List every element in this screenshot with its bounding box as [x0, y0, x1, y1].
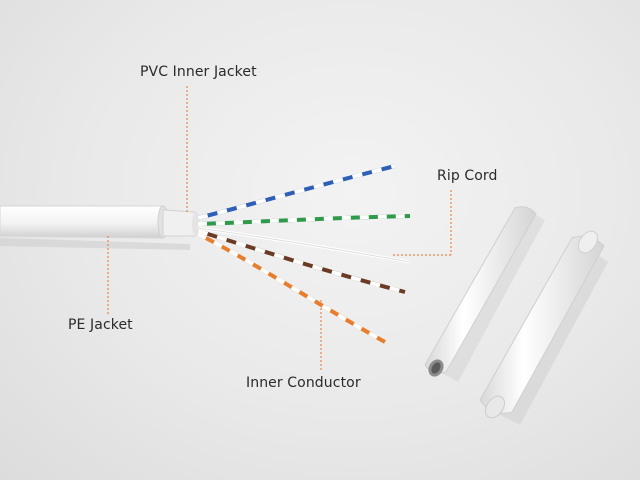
cable-shadow	[0, 238, 190, 250]
orange-white-wire	[197, 232, 386, 344]
green-white-wire	[197, 214, 411, 226]
removed-jacket-pieces	[424, 206, 608, 425]
tube-2-top-end	[577, 230, 599, 254]
rip-cord-outline	[197, 227, 411, 263]
tube-2-bottom-end	[484, 395, 506, 419]
tube-1-hollow	[431, 362, 441, 374]
pvc-inner-jacket-label: PVC Inner Jacket	[140, 64, 257, 80]
inner-conductor-label: Inner Conductor	[246, 375, 361, 391]
tube-1-shadow	[440, 210, 545, 382]
rip-cord-thread	[197, 226, 411, 264]
leader-lines	[107, 86, 452, 372]
pe-jacket	[0, 205, 166, 239]
brown-white-wire	[197, 229, 406, 294]
pe-jacket-label: PE Jacket	[68, 317, 133, 333]
rip-cord-label: Rip Cord	[437, 168, 498, 184]
blue-white-wire	[197, 164, 396, 220]
twisted-pairs	[197, 164, 411, 344]
